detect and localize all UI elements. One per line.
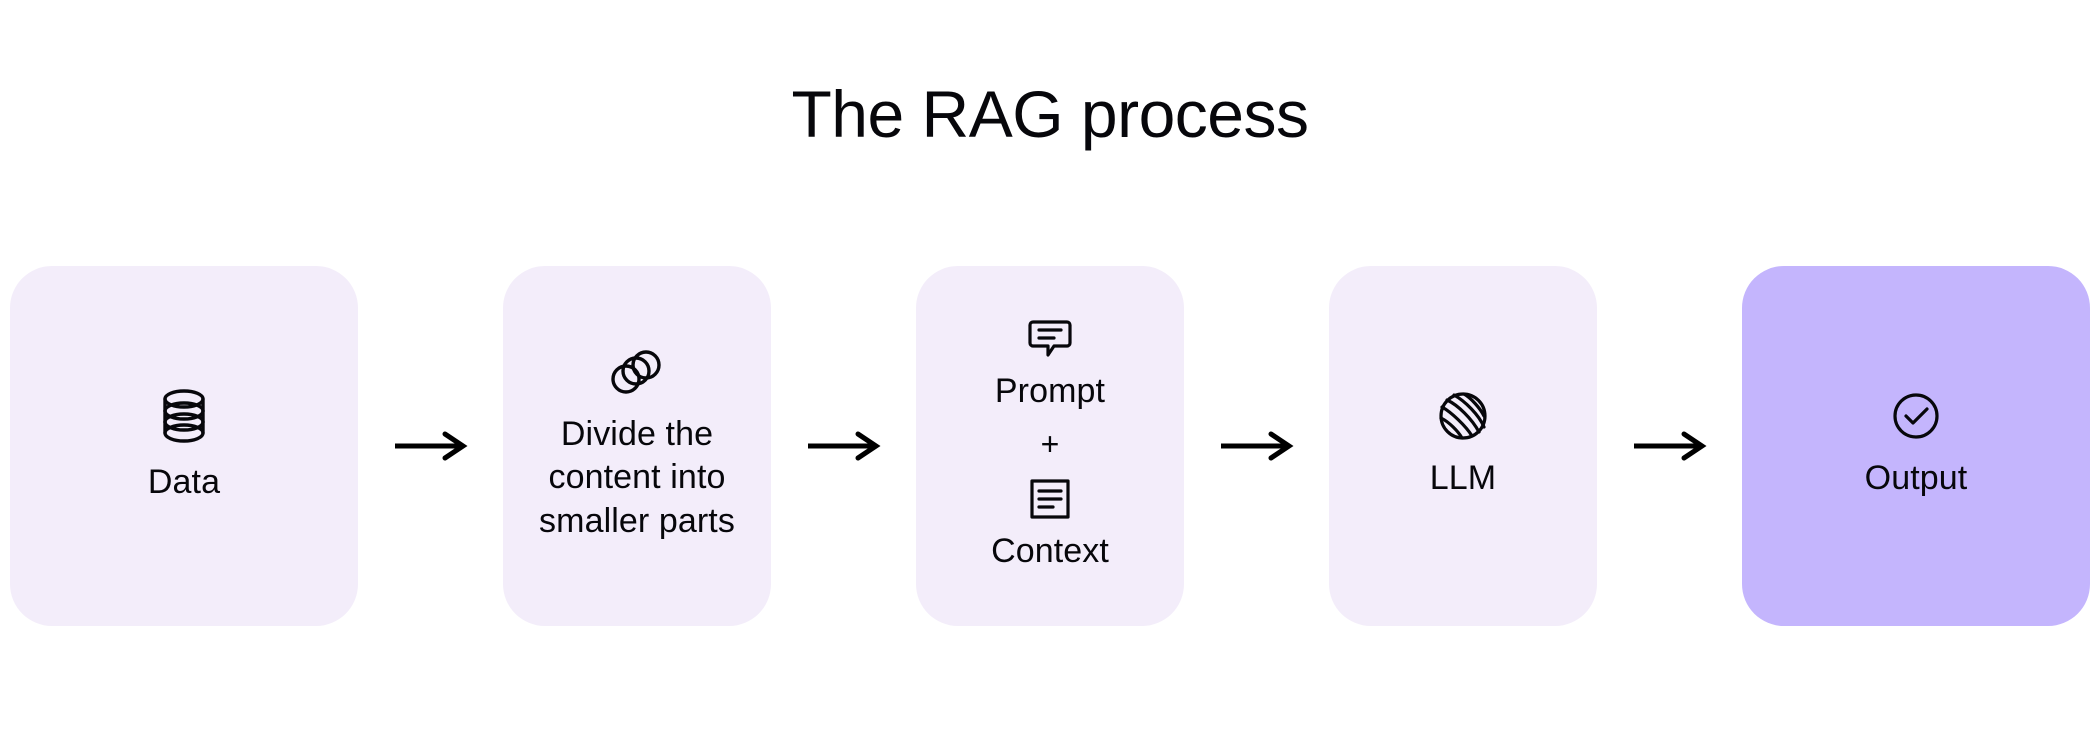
check-circle-icon (1891, 391, 1941, 441)
step-label-output: Output (1864, 459, 1968, 498)
plus-operator: + (1040, 426, 1060, 462)
arrow-right-icon (394, 431, 468, 461)
arrow-right-icon (1220, 431, 1294, 461)
step-card-data[interactable]: Data (10, 266, 358, 626)
document-lines-icon (1029, 478, 1071, 520)
striped-sphere-icon (1438, 391, 1488, 441)
context-block: Context (991, 478, 1109, 574)
prompt-block: Prompt (995, 318, 1105, 414)
rag-flow-row: Data Divide the content into smaller par… (10, 266, 2090, 626)
arrow-connector-2 (771, 266, 916, 626)
arrow-right-icon (1633, 431, 1707, 461)
step-card-prompt-context[interactable]: Prompt + Context (916, 266, 1184, 626)
arrow-right-icon (807, 431, 881, 461)
overlapping-circles-icon (609, 349, 665, 397)
arrow-connector-3 (1184, 266, 1329, 626)
step-label-context: Context (991, 532, 1109, 570)
arrow-connector-1 (358, 266, 503, 626)
step-label-prompt: Prompt (994, 372, 1106, 411)
database-icon (160, 387, 208, 445)
arrow-connector-4 (1597, 266, 1742, 626)
step-label-llm: LLM (1429, 459, 1497, 498)
step-card-llm[interactable]: LLM (1329, 266, 1597, 626)
step-card-divide[interactable]: Divide the content into smaller parts (503, 266, 771, 626)
step-label-data: Data (147, 463, 221, 502)
step-card-output[interactable]: Output (1742, 266, 2090, 626)
chat-bubble-icon (1028, 318, 1072, 360)
page-title: The RAG process (791, 77, 1309, 151)
step-label-divide: Divide the content into smaller parts (539, 414, 735, 540)
